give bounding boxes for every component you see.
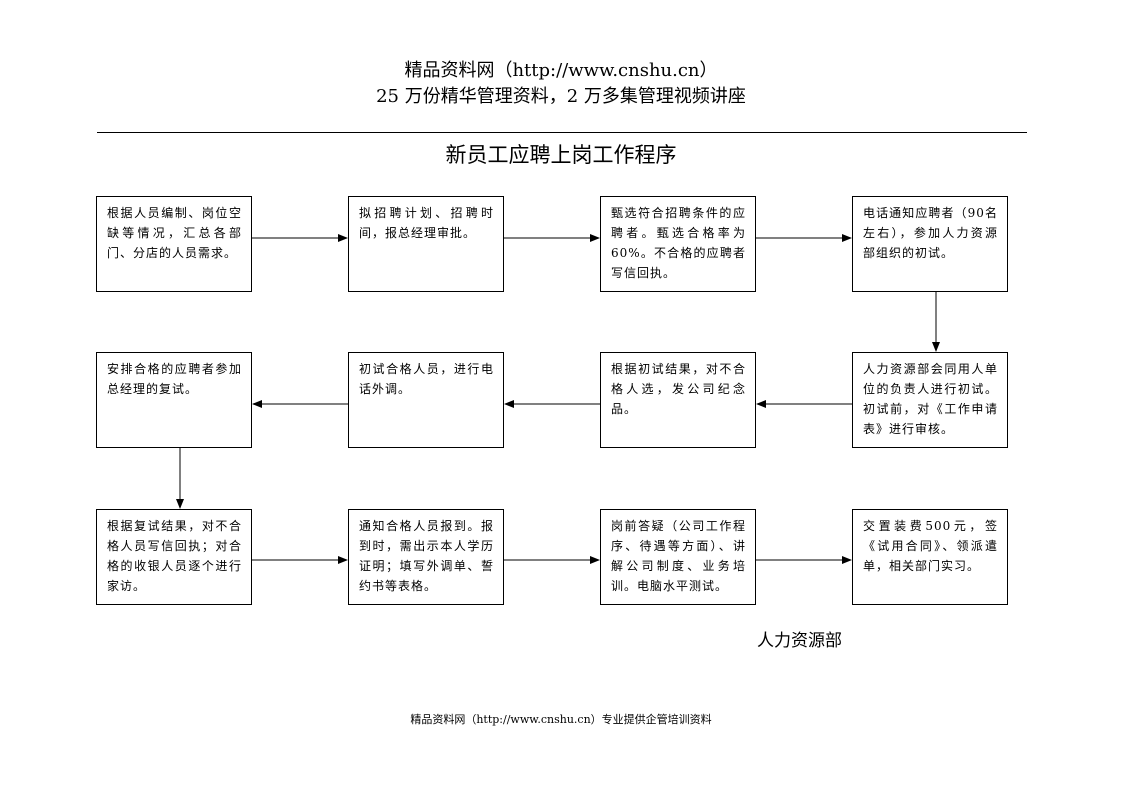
step-box-2: 拟招聘计划、招聘时间，报总经理审批。 [348, 196, 504, 292]
page-title: 新员工应聘上岗工作程序 [445, 143, 677, 167]
step-box-5: 人力资源部会同用人单位的负责人进行初试。初试前，对《工作申请表》进行审核。 [852, 352, 1008, 448]
step-box-4: 电话通知应聘者（90名左右），参加人力资源部组织的初试。 [852, 196, 1008, 292]
department-signature: 人力资源部 [757, 631, 842, 651]
step-box-1: 根据人员编制、岗位空缺等情况，汇总各部门、分店的人员需求。 [96, 196, 252, 292]
footer-text: 精品资料网（http://www.cnshu.cn）专业提供企管培训资料 [410, 713, 712, 726]
step-box-9: 根据复试结果，对不合格人员写信回执；对合格的收银人员逐个进行家访。 [96, 509, 252, 605]
header-site-name: 精品资料网（http://www.cnshu.cn） [404, 60, 718, 81]
step-box-8: 安排合格的应聘者参加总经理的复试。 [96, 352, 252, 448]
step-box-10: 通知合格人员报到。报到时，需出示本人学历证明；填写外调单、誓约书等表格。 [348, 509, 504, 605]
step-box-11: 岗前答疑（公司工作程序、待遇等方面）、讲解公司制度、业务培训。电脑水平测试。 [600, 509, 756, 605]
step-box-7: 初试合格人员，进行电话外调。 [348, 352, 504, 448]
header-tagline: 25 万份精华管理资料，2 万多集管理视频讲座 [376, 86, 746, 107]
header-divider [97, 132, 1027, 133]
step-box-6: 根据初试结果，对不合格人选，发公司纪念品。 [600, 352, 756, 448]
step-box-3: 甄选符合招聘条件的应聘者。甄选合格率为60%。不合格的应聘者写信回执。 [600, 196, 756, 292]
step-box-12: 交置装费500元，签《试用合同》、领派遣单，相关部门实习。 [852, 509, 1008, 605]
